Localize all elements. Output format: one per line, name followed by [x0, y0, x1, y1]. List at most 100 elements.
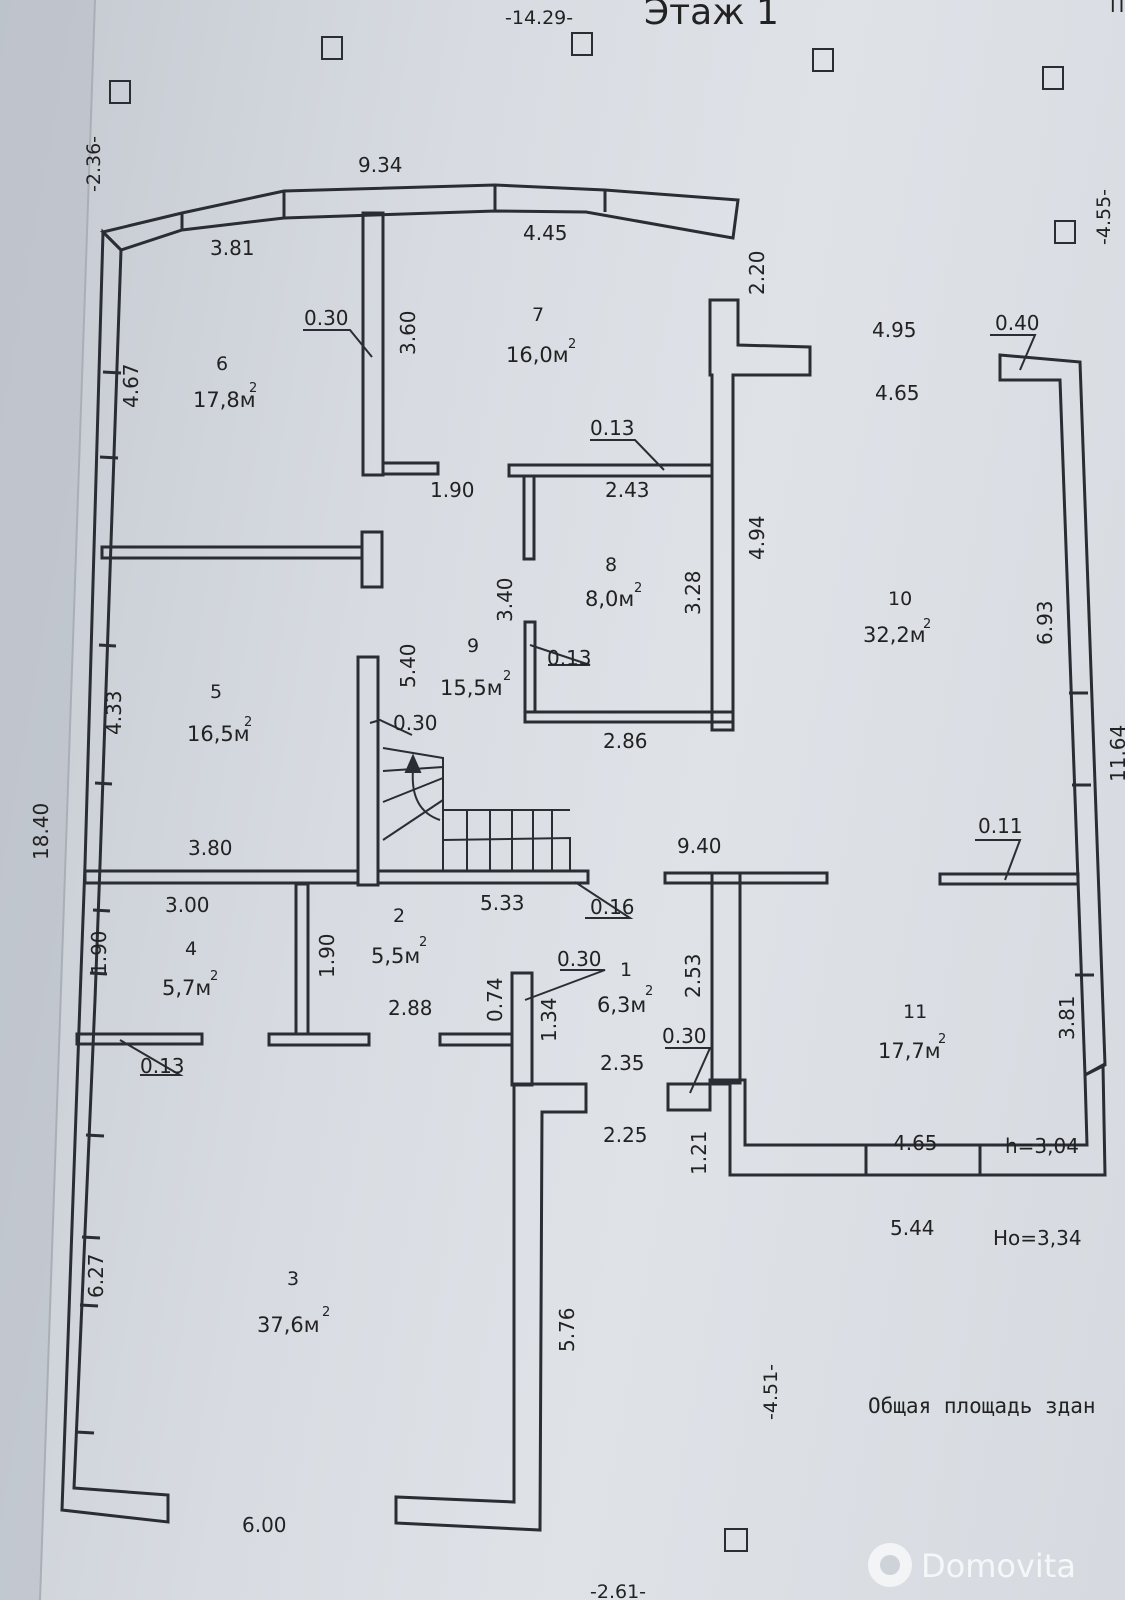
room-area: 17,7м — [878, 1039, 941, 1063]
domovita-watermark: Domovita — [868, 1543, 1076, 1587]
room-area: 16,5м — [187, 722, 250, 746]
dim-013-a: 0.13 — [590, 416, 635, 440]
room-number: 2 — [393, 905, 405, 927]
wall-4-3 — [75, 1032, 204, 1046]
leader-lines — [119, 329, 1037, 1094]
room-9: 9 15,5м 2 — [440, 635, 511, 700]
dim-300: 3.00 — [165, 893, 210, 917]
dim-465-bot: 4.65 — [893, 1131, 938, 1155]
bottom-wall-right — [666, 1062, 1107, 1177]
wall-5-6 — [100, 545, 364, 560]
dim-600: 6.00 — [242, 1513, 287, 1537]
dim-013-c: 0.13 — [140, 1054, 185, 1078]
dim-433: 4.33 — [102, 690, 126, 735]
svg-text:2: 2 — [923, 617, 931, 632]
interior-walls — [75, 211, 1080, 1087]
room-3: 3 37,6м 2 — [257, 1268, 330, 1337]
dim-243: 2.43 — [605, 478, 650, 502]
room-area: 37,6м — [257, 1313, 320, 1337]
svg-text:2: 2 — [634, 581, 642, 596]
column-marker — [109, 80, 131, 104]
svg-text:2: 2 — [568, 337, 576, 352]
dim-340: 3.40 — [493, 577, 517, 622]
dim-220: 2.20 — [745, 250, 769, 295]
svg-text:2: 2 — [249, 381, 257, 396]
column-marker — [1042, 66, 1064, 90]
room-number: 10 — [888, 588, 912, 610]
dim-494: 4.94 — [745, 515, 769, 560]
wall-8-9 — [523, 710, 735, 724]
dim-533: 5.33 — [480, 891, 525, 915]
dim-693: 6.93 — [1033, 600, 1057, 645]
svg-text:2: 2 — [322, 1305, 330, 1320]
room-area: 17,8м — [193, 388, 256, 412]
dim-328: 3.28 — [681, 570, 705, 615]
dim-253: 2.53 — [681, 953, 705, 998]
left-wall — [60, 228, 170, 1524]
room-6: 6 17,8м 2 — [193, 353, 257, 412]
dim-top-overall: -14.29- — [505, 7, 573, 29]
dim-544: 5.44 — [890, 1216, 935, 1240]
corner-text: Пр — [1110, 0, 1125, 17]
dim-288: 2.88 — [388, 996, 433, 1020]
room-area: 5,5м — [371, 944, 420, 968]
wall-6-7 — [361, 211, 385, 477]
room-area: 16,0м — [506, 343, 569, 367]
room-8: 8 8,0м 2 — [585, 554, 642, 611]
svg-text:2: 2 — [419, 935, 427, 950]
dim-381-r: 3.81 — [1055, 995, 1079, 1040]
dim-467: 4.67 — [119, 363, 143, 408]
svg-text:2: 2 — [503, 669, 511, 684]
room-1: 1 6,3м 2 — [597, 959, 653, 1017]
height-inner: h=3,04 — [1005, 1134, 1079, 1158]
column-marker — [321, 36, 343, 60]
room-10: 10 32,2м 2 — [863, 588, 931, 647]
room-number: 8 — [605, 554, 617, 576]
room-number: 9 — [467, 635, 479, 657]
room-area: 8,0м — [585, 587, 634, 611]
total-area-label: Общая площадь здан — [868, 1394, 1096, 1418]
dim-013-b: 0.13 — [547, 646, 592, 670]
dim-465-top: 4.65 — [875, 381, 920, 405]
dim-190-c: 1.90 — [315, 933, 339, 978]
wall-2-1 — [510, 971, 534, 1087]
room-labels: 6 17,8м 2 7 16,0м 2 8 8,0м 2 9 15,5м 2 1… — [162, 304, 946, 1337]
room-number: 7 — [532, 304, 544, 326]
room-5: 5 16,5м 2 — [187, 681, 252, 746]
paper-fold-shadow — [0, 0, 95, 1600]
notch-wall — [708, 298, 812, 732]
dim-380: 3.80 — [188, 836, 233, 860]
room-number: 11 — [903, 1001, 927, 1023]
exterior-walls — [60, 183, 1107, 1532]
wall-1-11 — [710, 871, 742, 1085]
dimensions: 9.34 3.81 4.45 2.20 4.95 0.40 4.65 0.30 … — [29, 153, 1125, 1537]
wall-7-8 — [507, 463, 714, 478]
paper-edge — [39, 0, 96, 1600]
room-number: 3 — [287, 1268, 299, 1290]
column-marker — [724, 1528, 748, 1552]
dim-540: 5.40 — [396, 643, 420, 688]
room-number: 4 — [185, 938, 197, 960]
dim-190-b: 1.90 — [87, 930, 111, 975]
svg-text:2: 2 — [244, 715, 252, 730]
room-number: 5 — [210, 681, 222, 703]
right-wall — [998, 353, 1107, 1078]
room-2: 2 5,5м 2 — [371, 905, 427, 968]
dim-top-wall: 9.34 — [358, 153, 403, 177]
dim-627: 6.27 — [84, 1253, 108, 1298]
dim-261: -2.61- — [590, 1581, 646, 1600]
dim-r6-width: 3.81 — [210, 236, 255, 260]
dim-040: 0.40 — [995, 311, 1040, 335]
dim-030-b: 0.30 — [393, 711, 438, 735]
dim-134: 1.34 — [537, 997, 561, 1042]
wall-4-5 — [83, 869, 360, 885]
wall-4-2 — [294, 882, 310, 1036]
svg-text:2: 2 — [645, 984, 653, 999]
dim-030-c: 0.30 — [557, 947, 602, 971]
column-marker — [571, 32, 593, 56]
dim-r7-width: 4.45 — [523, 221, 568, 245]
svg-text:2: 2 — [938, 1032, 946, 1047]
top-wall — [100, 183, 740, 252]
